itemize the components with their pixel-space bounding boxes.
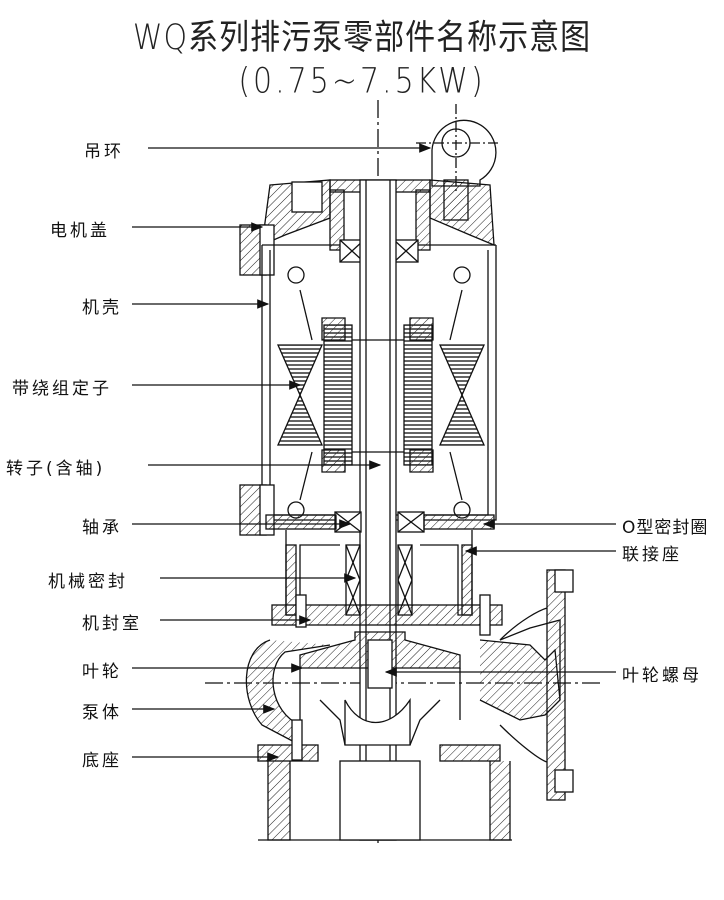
- diagram-title: WQ系列排污泵零部件名称示意图: [132, 17, 592, 59]
- discharge-flange: [499, 569, 574, 801]
- label-connection-seat: 联接座: [622, 545, 682, 565]
- lower-bearing: [265, 511, 495, 533]
- stator-winding-right: [403, 289, 485, 501]
- label-impeller-nut: 叶轮螺母: [622, 666, 702, 686]
- label-mechanical-seal: 机械密封: [48, 572, 128, 592]
- label-stator-winding: 带绕组定子: [12, 379, 112, 399]
- label-o-ring: O型密封圈: [622, 518, 709, 538]
- seal-chamber: [271, 594, 503, 636]
- label-motor-cover: 电机盖: [50, 221, 110, 241]
- upper-bearing: [339, 239, 419, 263]
- stator-winding-left: [277, 289, 353, 501]
- label-bearing: 轴承: [82, 518, 122, 538]
- label-lifting-ring: 吊环: [84, 142, 124, 162]
- label-base: 底座: [82, 751, 122, 771]
- leader-lines: [132, 143, 616, 762]
- label-rotor-shaft: 转子(含轴): [6, 459, 106, 479]
- label-seal-chamber: 机封室: [82, 614, 142, 634]
- impeller: [299, 631, 461, 746]
- base: [257, 719, 512, 841]
- diagram-subtitle: (0.75~7.5KW): [238, 61, 486, 102]
- label-pump-body: 泵体: [82, 703, 122, 723]
- label-motor-housing: 机壳: [82, 298, 122, 318]
- label-impeller: 叶轮: [82, 662, 122, 682]
